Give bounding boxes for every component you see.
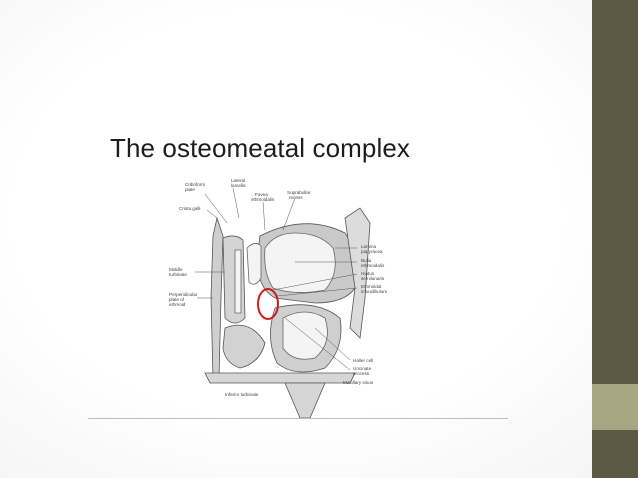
label-middle-turbinate-2: turbinate <box>169 272 187 277</box>
label-cribriform-plate: Cribriform <box>185 182 205 187</box>
label-fovea-ethmoidalis: Fovea <box>255 192 268 197</box>
slide-title: The osteomeatal complex <box>110 133 411 163</box>
label-perpendicular-plate-3: ethmoid <box>169 302 186 307</box>
label-bulla-ethmoidalis-2: ethmoidalis <box>361 263 385 268</box>
divider-rule <box>88 418 508 419</box>
osteomeatal-complex-diagram: Cribriform plate Lateral lamella Fovea e… <box>169 178 387 418</box>
label-middle-turbinate: Middle <box>169 267 183 272</box>
label-uncinate-process: Uncinate <box>353 366 372 371</box>
label-hiatus-semilunaris-2: semilunaris <box>361 276 385 281</box>
highlight-circle <box>257 288 279 320</box>
label-ethmoidal-infundibulum: Ethmoidal <box>361 284 381 289</box>
label-ethmoidal-infundibulum-2: infundibulum <box>361 289 387 294</box>
label-leader-lines <box>195 187 358 371</box>
diagram-labels: Cribriform plate Lateral lamella Fovea e… <box>169 178 387 397</box>
label-lamina-papyracea-2: papyracea <box>361 249 383 254</box>
label-lamina-papyracea: Lamina <box>361 244 377 249</box>
label-lateral-lamella: Lateral <box>231 178 245 183</box>
label-hiatus-semilunaris: Hiatus <box>361 271 375 276</box>
label-fovea-ethmoidalis-2: ethmoidalis <box>251 197 275 202</box>
label-maxillary-sinus: Maxillary sinus <box>343 380 374 385</box>
label-uncinate-process-2: process <box>353 371 370 376</box>
label-perpendicular-plate: Perpendicular <box>169 292 198 297</box>
label-lateral-lamella-2: lamella <box>231 183 246 188</box>
sidebar-accent-square <box>592 384 638 430</box>
label-crista-galli: Crista galli <box>179 206 200 211</box>
air-cells <box>234 232 336 360</box>
label-cribriform-plate-2: plate <box>185 187 195 192</box>
label-suprabullar-recess: Suprabullar <box>287 190 311 195</box>
label-perpendicular-plate-2: plate of <box>169 297 185 302</box>
label-bulla-ethmoidalis: Bulla <box>361 258 372 263</box>
label-inferior-turbinate: Inferior turbinate <box>225 392 259 397</box>
label-haller-cell: Haller cell <box>353 358 373 363</box>
label-suprabullar-recess-2: recess <box>289 195 303 200</box>
